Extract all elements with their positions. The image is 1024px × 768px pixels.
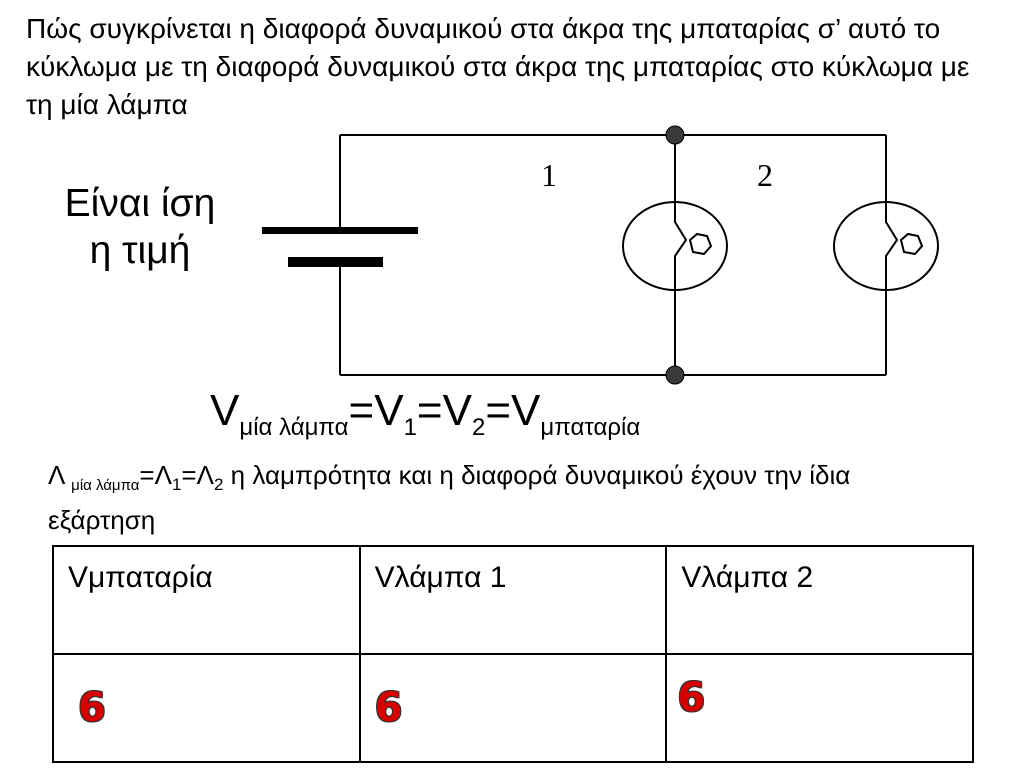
table-header-cell: Vλάμπα 1 [358,545,668,655]
eq-equals: = [485,386,512,435]
eq-v: V [210,386,240,435]
table-cell: 6 [52,653,361,763]
eq-sub-1: 1 [403,413,417,441]
table-cell: 6 [358,653,668,763]
rel-sub-1: 1 [171,475,182,495]
lamp-2-icon [833,201,939,291]
brightness-relation: Λ μία λάμπα=Λ1=Λ2 η λαμπρότητα και η δια… [48,458,948,537]
question-text: Πώς συγκρίνεται η διαφορά δυναμικού στα … [26,13,970,120]
table-cell: 6 [665,653,974,763]
junction-node-bottom [665,365,685,385]
table-header-cell: Vλάμπα 2 [665,545,974,655]
rel-lambda: Λ [48,460,64,490]
battery-symbol [262,227,418,267]
junction-node-top [665,125,685,145]
answer-line-1: Είναι ίση [64,182,216,225]
eq-v: V [442,386,472,435]
value-lamp-2: 6 [677,675,706,721]
rel-lambda: Λ [154,460,172,490]
eq-sub-one-lamp: μία λάμπα [239,413,349,441]
table-row: 6 6 6 [52,653,974,763]
rel-equals: = [181,460,197,490]
eq-sub-2: 2 [471,413,486,441]
rel-equals: = [139,460,155,490]
lamp-1-label: 1 [541,157,557,193]
lamp-1-icon [622,201,728,291]
eq-sub-battery: μπαταρία [540,413,641,441]
lamp-2-label: 2 [757,157,773,193]
rel-lambda: Λ [196,460,214,490]
eq-equals: = [416,386,443,435]
eq-v: V [511,386,541,435]
voltage-equation: Vμία λάμπα=V1=V2=Vμπαταρία [210,386,640,442]
rel-sub-2: 2 [213,475,224,495]
eq-equals: = [348,386,375,435]
battery-plate-long [262,227,418,234]
rel-sub-one-lamp: μία λάμπα [71,477,140,495]
rel-text: η λαμπρότητα και η διαφορά δυναμικού έχο… [48,460,851,536]
value-battery: 6 [78,685,106,731]
answer-text: Είναι ίση η τιμή [30,180,250,274]
answer-line-2: η τιμή [89,229,191,272]
voltage-table: Vμπαταρία Vλάμπα 1 Vλάμπα 2 6 6 6 [52,545,974,763]
eq-v: V [374,386,404,435]
table-header-cell: Vμπαταρία [52,545,361,655]
table-header-row: Vμπαταρία Vλάμπα 1 Vλάμπα 2 [52,545,974,655]
value-lamp-1: 6 [374,685,403,731]
battery-plate-short [288,257,383,267]
